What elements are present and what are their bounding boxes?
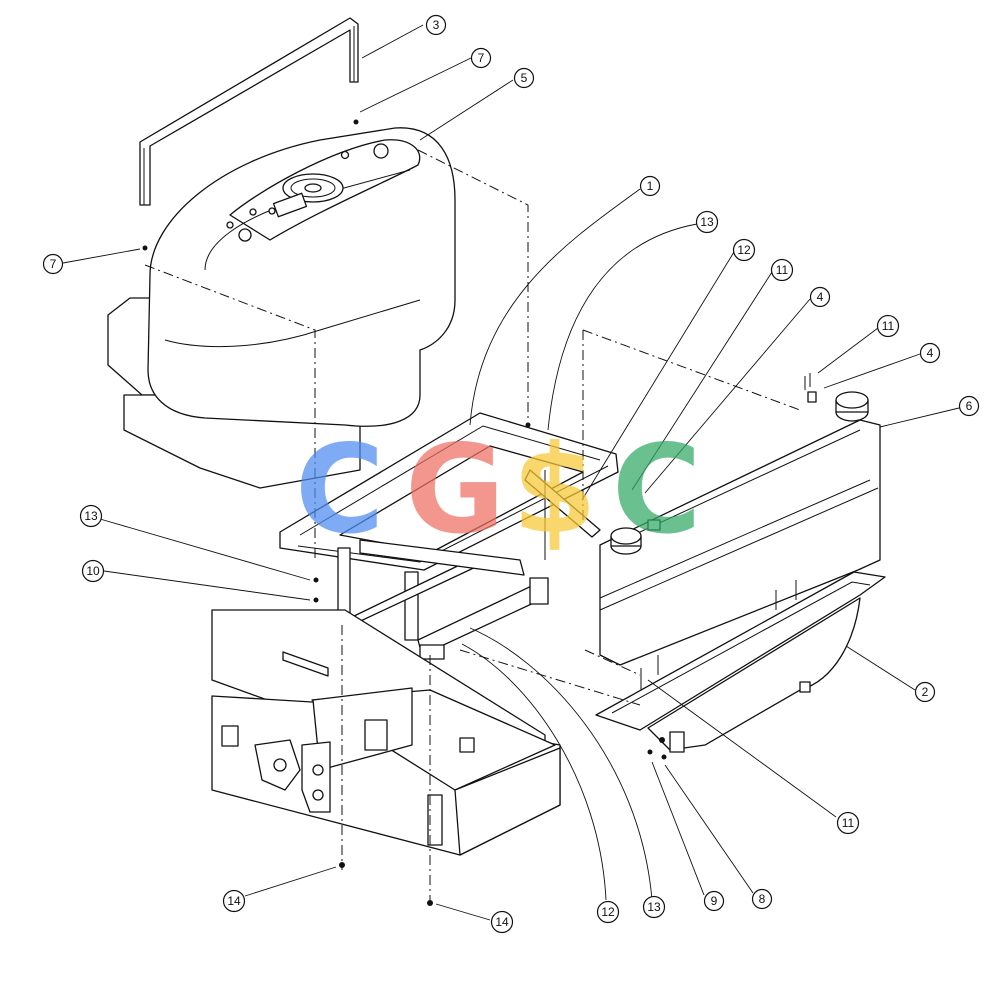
watermark-letter-4: C — [612, 419, 702, 561]
callout-label: 13 — [700, 215, 714, 229]
watermark-letter-1: C — [295, 419, 385, 561]
callout-label: 13 — [84, 509, 98, 523]
callout-2: 2 — [914, 681, 936, 703]
callout-label: 9 — [711, 894, 718, 908]
callout-label: 10 — [86, 564, 100, 578]
callout-13b: 13 — [79, 504, 103, 528]
callout-label: 4 — [927, 346, 934, 360]
watermark-letter-2: G — [405, 419, 505, 561]
callout-4a: 4 — [809, 286, 831, 308]
watermark-letter-3: $ — [512, 419, 597, 561]
callout-label: 14 — [227, 894, 241, 908]
callout-7a: 7 — [470, 47, 492, 69]
battery-box — [211, 687, 561, 856]
callout-4b: 4 — [919, 342, 941, 364]
fuel-tank — [599, 391, 881, 666]
callout-label: 13 — [647, 900, 661, 914]
callout-label: 1 — [647, 179, 654, 193]
callout-12a: 12 — [732, 238, 756, 262]
callout-label: 5 — [521, 71, 528, 85]
callout-label: 7 — [50, 257, 57, 271]
callout-14a: 14 — [222, 889, 246, 913]
callout-label: 3 — [433, 18, 440, 32]
watermark: C G $ C — [295, 419, 702, 561]
callout-label: 12 — [737, 243, 751, 257]
assembly-lines — [144, 149, 801, 905]
callout-9: 9 — [703, 890, 725, 912]
tank-tray — [595, 571, 886, 753]
callout-13a: 13 — [695, 210, 719, 234]
callout-label: 14 — [495, 915, 509, 929]
callout-10: 10 — [81, 559, 105, 583]
callout-5: 5 — [513, 67, 535, 89]
callout-label: 4 — [817, 290, 824, 304]
seat-bracket — [139, 17, 359, 206]
callout-8: 8 — [751, 888, 773, 910]
hardware-fasteners — [142, 119, 817, 906]
callout-label: 7 — [478, 51, 485, 65]
seat-assembly — [107, 127, 456, 489]
leader-lines — [62, 24, 960, 921]
callout-11b: 11 — [876, 314, 900, 338]
callout-label: 8 — [759, 892, 766, 906]
callout-label: 11 — [842, 816, 855, 830]
callout-1: 1 — [639, 175, 661, 197]
callout-11a: 11 — [770, 258, 794, 282]
callout-label: 11 — [776, 263, 789, 277]
callout-13c: 13 — [642, 895, 666, 919]
callout-12b: 12 — [596, 900, 620, 924]
callout-label: 11 — [882, 319, 895, 333]
callout-11c: 11 — [836, 811, 860, 835]
seat-frame — [279, 412, 619, 660]
callout-7b: 7 — [42, 253, 64, 275]
callout-label: 12 — [601, 905, 615, 919]
callout-3: 3 — [425, 14, 447, 36]
callout-label: 2 — [922, 685, 929, 699]
callout-label: 6 — [966, 399, 973, 413]
callout-6: 6 — [958, 395, 980, 417]
callout-14b: 14 — [490, 910, 514, 934]
